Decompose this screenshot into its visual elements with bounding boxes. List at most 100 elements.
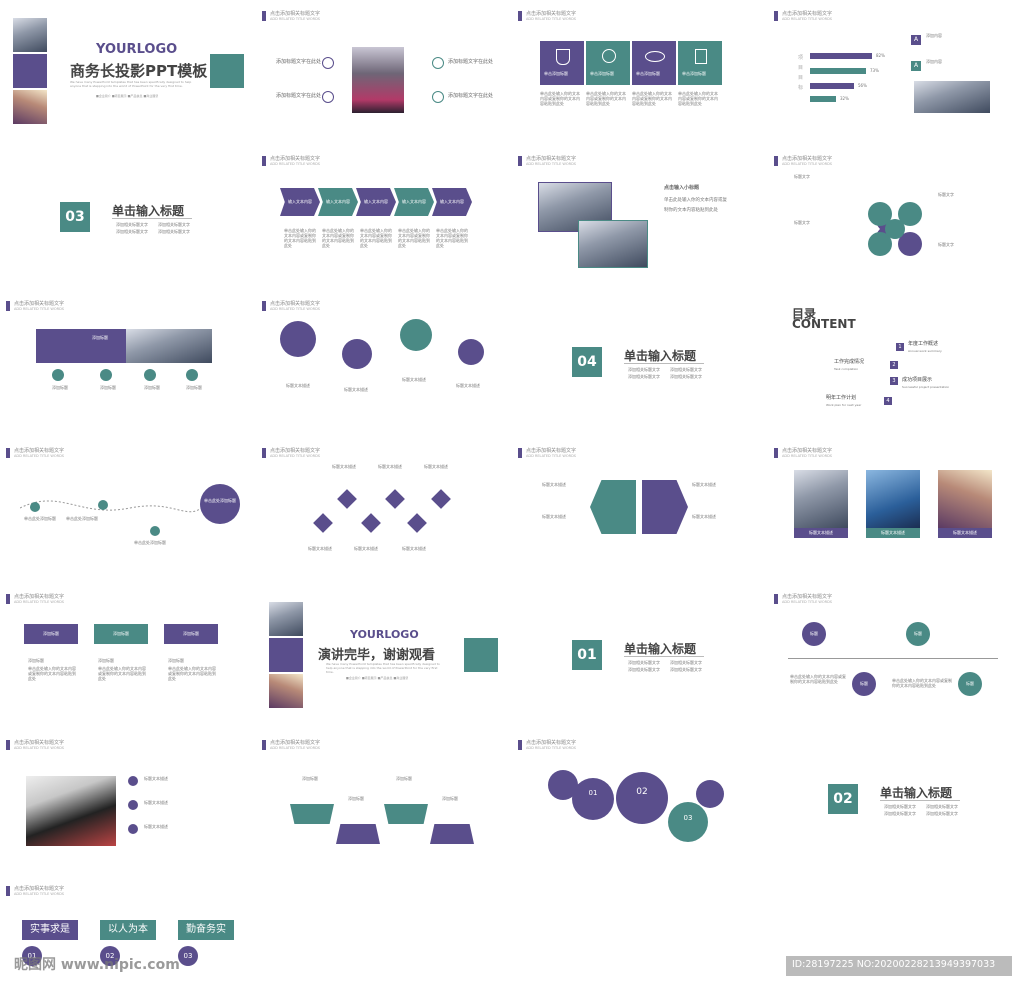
- diamond-chart-icon: [337, 489, 357, 509]
- thumbs-up-photo: [26, 776, 116, 846]
- slide-9[interactable]: 点击添加相关标题文字 ADD RELATED TITLE WORDS 添加标题 …: [0, 295, 240, 425]
- slide-20[interactable]: 点击添加相关标题文字 ADD RELATED TITLE WORDS 标题 标题…: [768, 588, 1008, 718]
- section-item: 添加相关标题文字: [116, 222, 148, 227]
- slide-6[interactable]: 点击添加相关标题文字 ADD RELATED TITLE WORDS 输入文本内…: [256, 150, 496, 280]
- value-button[interactable]: 勤奋务实: [178, 920, 234, 940]
- diamond-hourglass-icon: [361, 513, 381, 533]
- node-label: 添加标题: [186, 385, 202, 390]
- path-label: 单击此处添加标题: [134, 540, 166, 545]
- bulb-label: 标题文本描述: [344, 387, 368, 392]
- header-bar: [262, 301, 266, 311]
- step-desc: 单击此处输入你的文本内容或复制你的文本内容粘贴到此处: [398, 228, 430, 248]
- slide-title: 点击添加相关标题文字: [270, 11, 321, 17]
- shield-icon: [556, 49, 570, 65]
- divider: [880, 800, 960, 801]
- toc-item-en: Work plan for next year: [826, 403, 862, 407]
- slide-title: 点击添加相关标题文字: [270, 301, 321, 307]
- header-bar: [6, 448, 10, 458]
- thumbs-down-icon: [342, 339, 372, 369]
- section-02[interactable]: 02 单击输入标题 添加相关标题文字 添加相关标题文字 添加相关标题文字 添加相…: [768, 734, 1008, 864]
- slide-15[interactable]: 点击添加相关标题文字 ADD RELATED TITLE WORDS 标题文本描…: [512, 442, 752, 572]
- bar-value: 32%: [840, 96, 849, 101]
- watermark-right: ID:28197225 NO:20200228213949397033: [792, 959, 996, 970]
- item-title: 添加内容: [926, 33, 942, 38]
- header-bar: [6, 886, 10, 896]
- toc-heading-en: CONTENT: [792, 317, 856, 331]
- section-item: 添加相关标题文字: [926, 811, 958, 816]
- handshake-icon: [400, 319, 432, 351]
- toc-heading: 目录: [792, 307, 817, 321]
- header-bar: [774, 448, 778, 458]
- card-desc: 单击此处输入你的文本内容或复制你的文本内容粘贴到此处: [678, 91, 718, 106]
- slide-23[interactable]: 点击添加相关标题文字 ADD RELATED TITLE WORDS 01 02…: [512, 734, 752, 864]
- slide-cover[interactable]: YOURLOGO 商务长投影PPT模板 We have many PowerPo…: [8, 12, 248, 142]
- clover-label: 标题文字: [794, 174, 810, 179]
- arrow-step: 输入文本内容: [432, 188, 472, 216]
- slide-subtitle: ADD RELATED TITLE WORDS: [782, 454, 832, 458]
- section-03[interactable]: 03 单击输入标题 添加相关标题文字 添加相关标题文字 添加相关标题文字 添加相…: [0, 150, 240, 280]
- slide-16[interactable]: 点击添加相关标题文字 ADD RELATED TITLE WORDS 标题文本描…: [768, 442, 1008, 572]
- card-desc: 单击此处输入你的文本内容或复制你的文本内容粘贴到此处: [540, 91, 580, 106]
- bubble: 单击此处添加标题: [200, 484, 240, 524]
- left-text: 添加标题文字在此处: [276, 93, 322, 99]
- toc-item-en: Successful project presentation: [902, 385, 950, 389]
- section-item: 添加相关标题文字: [116, 229, 148, 234]
- list-title: 标题文本描述: [144, 776, 168, 781]
- slide-title: 点击添加相关标题文字: [270, 448, 321, 454]
- slide-subtitle: ADD RELATED TITLE WORDS: [270, 17, 320, 21]
- slide-13[interactable]: 点击添加相关标题文字 ADD RELATED TITLE WORDS 单击此处添…: [0, 442, 240, 572]
- diamond-label: 标题文本描述: [332, 464, 356, 469]
- slide-22[interactable]: 点击添加相关标题文字 ADD RELATED TITLE WORDS 添加标题 …: [256, 734, 496, 864]
- right-text: 添加标题文字在此处: [448, 59, 494, 65]
- section-01[interactable]: 01 单击输入标题 添加相关标题文字 添加相关标题文字 添加相关标题文字 添加相…: [512, 588, 752, 718]
- header-bar: [6, 740, 10, 750]
- timeline-node: 标题: [906, 622, 930, 646]
- value-button[interactable]: 以人为本: [100, 920, 156, 940]
- slide-8[interactable]: 点击添加相关标题文字 ADD RELATED TITLE WORDS 标题文字 …: [768, 150, 1008, 280]
- value-button[interactable]: 实事求是: [22, 920, 78, 940]
- item-marker: A: [911, 61, 921, 71]
- header-bar: [262, 448, 266, 458]
- toc-num: 1: [896, 343, 904, 351]
- slide-10[interactable]: 点击添加相关标题文字 ADD RELATED TITLE WORDS 标题文本描…: [256, 295, 496, 425]
- slide-title: 点击添加相关标题文字: [14, 301, 65, 307]
- header-bar: [518, 156, 522, 166]
- slide-title: 点击添加相关标题文字: [14, 886, 65, 892]
- slide-2[interactable]: 点击添加相关标题文字 ADD RELATED TITLE WORDS 添加标题文…: [256, 5, 496, 135]
- section-item: 添加相关标题文字: [158, 229, 190, 234]
- section-item: 添加相关标题文字: [628, 367, 660, 372]
- section-04[interactable]: 04 单击输入标题 添加相关标题文字 添加相关标题文字 添加相关标题文字 添加相…: [512, 295, 752, 425]
- slide-toc[interactable]: 目录 CONTENT 1 年度工作概述 Annual work summary …: [768, 295, 1008, 425]
- slide-3[interactable]: 点击添加相关标题文字 ADD RELATED TITLE WORDS 单击添加标…: [512, 5, 752, 135]
- toc-item-en: Task completion: [834, 367, 859, 371]
- diamond-label: 标题文本描述: [354, 546, 378, 551]
- slide-7[interactable]: 点击添加相关标题文字 ADD RELATED TITLE WORDS 点击输入小…: [512, 150, 752, 280]
- thanks-title: 演讲完毕，谢谢观看: [318, 648, 436, 663]
- photo-graph: [538, 182, 612, 232]
- arrow-step: 输入文本内容: [356, 188, 396, 216]
- card-desc: 单击此处输入你的文本内容或复制你的文本内容粘贴到此处: [632, 91, 672, 106]
- toc-item: 工作完成情况: [834, 359, 865, 365]
- step-desc: 单击此处输入你的文本内容或复制你的文本内容粘贴到此处: [322, 228, 354, 248]
- slide-title: 点击添加相关标题文字: [526, 740, 577, 746]
- thanks-block-purple: [269, 638, 303, 672]
- slide-subtitle: ADD RELATED TITLE WORDS: [14, 746, 64, 750]
- header-bar: [262, 740, 266, 750]
- slide-25[interactable]: 点击添加相关标题文字 ADD RELATED TITLE WORDS 实事求是 …: [0, 880, 240, 986]
- toc-item: 年度工作概述: [908, 341, 939, 347]
- slide-17[interactable]: 点击添加相关标题文字 ADD RELATED TITLE WORDS 添加标题 …: [0, 588, 240, 718]
- path-node: [150, 526, 160, 536]
- card-label: 单击添加标题: [682, 71, 706, 76]
- tab-label: 添加标题: [442, 796, 458, 801]
- header-bar: [518, 448, 522, 458]
- slide-21[interactable]: 点击添加相关标题文字 ADD RELATED TITLE WORDS 标题文本描…: [0, 734, 240, 864]
- slide-4[interactable]: 点击添加相关标题文字 ADD RELATED TITLE WORDS 项目目标 …: [768, 5, 1008, 135]
- bar: [810, 83, 854, 89]
- list-icon: [128, 776, 138, 786]
- slide-thanks[interactable]: YOURLOGO 演讲完毕，谢谢观看 We have many PowerPoi…: [264, 600, 504, 730]
- slide-subtitle: ADD RELATED TITLE WORDS: [14, 600, 64, 604]
- slide-14[interactable]: 点击添加相关标题文字 ADD RELATED TITLE WORDS 标题文本描…: [256, 442, 496, 572]
- eye-icon: [645, 51, 665, 62]
- cart-icon: [322, 91, 334, 103]
- thanks-tags: ■企业简介 ■项目展示 ■产品信息 ■商业展望: [346, 676, 408, 680]
